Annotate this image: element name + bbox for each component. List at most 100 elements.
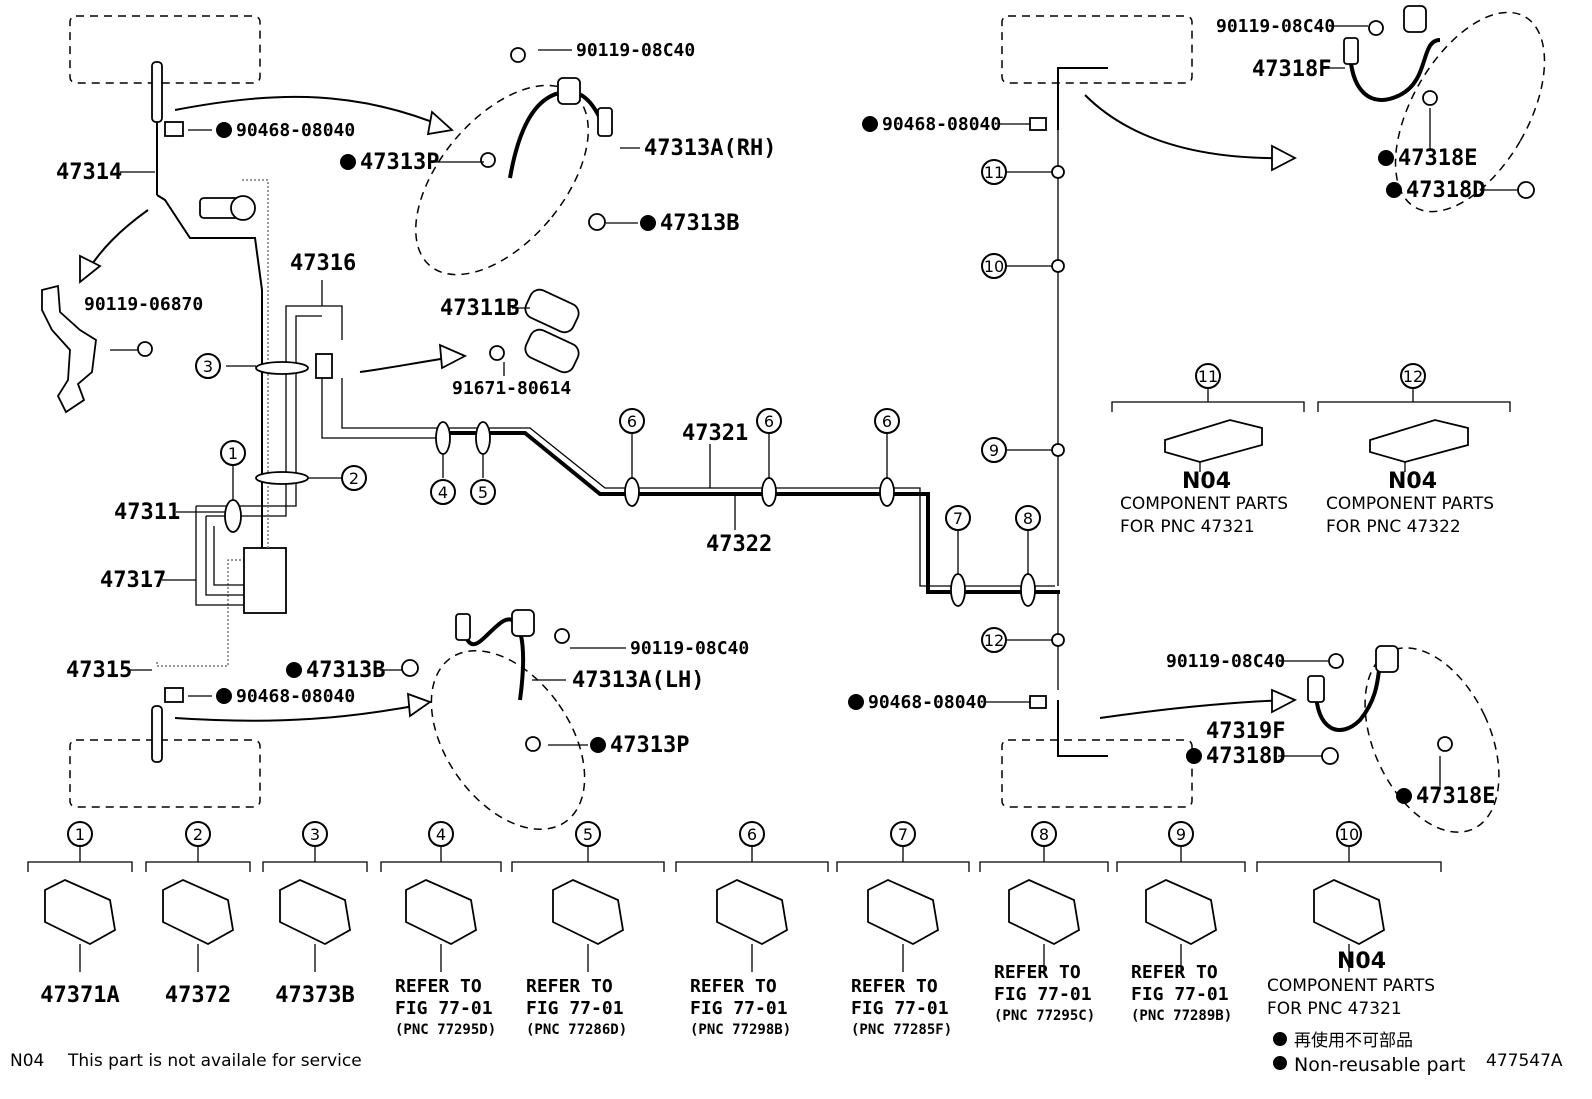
label-90468-08040-b: 90468-08040 <box>236 686 355 707</box>
washer-47313P-bot <box>525 736 541 752</box>
clip-90468-rl <box>164 687 184 703</box>
bolt-47313B-bot <box>401 659 419 677</box>
label-90468-08040-c: 90468-08040 <box>882 114 1001 135</box>
rear-right-wheel-box <box>1001 739 1193 808</box>
clamp-ref-num: 4 <box>436 825 446 844</box>
hose-47318F <box>1348 38 1441 102</box>
label-47322: 47322 <box>706 532 772 557</box>
junction-47316 <box>315 353 333 379</box>
front-left-flare-fitting <box>151 61 163 123</box>
clamp-11-point <box>1051 165 1065 179</box>
arrow-head-fr <box>1271 144 1297 172</box>
pnc-label: (PNC 77295C) <box>994 1008 1095 1024</box>
clamp-6-c <box>879 477 895 507</box>
label-90119-06870: 90119-06870 <box>84 294 203 315</box>
clamp-note-2: FOR PNC 47321 <box>1267 999 1402 1019</box>
clamp-ref-num: 2 <box>193 825 203 844</box>
svg-text:1: 1 <box>228 444 238 463</box>
bolt-47318D-bot <box>1321 747 1339 765</box>
line-47311-inner <box>206 305 343 517</box>
label-47313P-bot: 47313P <box>610 733 689 758</box>
washer-47318E-top <box>1422 90 1438 106</box>
footer-code: N04 <box>10 1051 44 1071</box>
svg-text:COMPONENT PARTS: COMPONENT PARTS <box>1326 494 1494 514</box>
nonreusable-dot <box>216 688 232 704</box>
rr-hose-region <box>1364 647 1500 833</box>
label-90119-08C40-d: 90119-08C40 <box>1166 651 1285 672</box>
arrow-fr-to-hose <box>1084 94 1291 160</box>
fl-hose-region <box>415 84 589 276</box>
clamp-6-b <box>761 477 777 507</box>
rear-left-flare-fitting <box>151 705 163 763</box>
fig-label: FIG 77-01 <box>690 998 788 1019</box>
label-47314: 47314 <box>56 160 122 185</box>
actuator-47317 <box>243 547 287 614</box>
refer-to-label: REFER TO <box>994 962 1081 983</box>
label-47313B-top: 47313B <box>660 211 739 236</box>
clip-90468-rr <box>1029 695 1047 709</box>
svg-text:9: 9 <box>989 441 999 460</box>
line-47317-b <box>205 516 244 596</box>
label-47315: 47315 <box>66 658 132 683</box>
nonreusable-dot <box>340 154 356 170</box>
nonreusable-dot <box>862 116 878 132</box>
svg-text:3: 3 <box>203 357 213 376</box>
clamp-shape <box>1008 879 1080 946</box>
clamp-part-number: 47372 <box>165 983 231 1008</box>
bolt-90119-08C40-a <box>510 47 526 63</box>
label-47318E-top: 47318E <box>1398 146 1477 171</box>
label-47318E-bot: 47318E <box>1416 784 1495 809</box>
svg-text:11: 11 <box>1198 367 1218 386</box>
clamp-detail-12: 12 N04 COMPONENT PARTS FOR PNC 47322 <box>1317 363 1511 537</box>
clamp-part-number: 47373B <box>275 983 354 1008</box>
nonreusable-dot <box>1378 150 1394 166</box>
mounting-bracket-left <box>41 284 97 414</box>
clamp-ref-num: 5 <box>583 825 593 844</box>
pnc-label: (PNC 77285F) <box>851 1022 952 1038</box>
junction-out-a <box>321 378 440 439</box>
clamp-8 <box>1020 573 1036 607</box>
line-47317-a <box>195 506 244 606</box>
clamp-6-a <box>624 477 640 507</box>
pnc-label: (PNC 77298B) <box>690 1022 791 1038</box>
fig-label: FIG 77-01 <box>526 998 624 1019</box>
clamp-5 <box>475 421 491 455</box>
nonreusable-dot <box>286 662 302 678</box>
bolt-90119-06870 <box>137 341 153 357</box>
junction-out-b <box>341 378 440 429</box>
fr-hose-region <box>1394 11 1546 213</box>
svg-text:12: 12 <box>984 631 1004 650</box>
svg-text:7: 7 <box>953 509 963 528</box>
part-47311B-upper <box>524 288 580 334</box>
clamp-shape <box>1145 879 1217 946</box>
clamp-12-point <box>1051 633 1065 647</box>
svg-text:8: 8 <box>1023 509 1033 528</box>
refer-to-label: REFER TO <box>526 976 613 997</box>
clamp-shape <box>162 879 234 946</box>
fig-label: FIG 77-01 <box>994 984 1092 1005</box>
svg-text:6: 6 <box>764 412 774 431</box>
clamp-shape <box>716 879 788 946</box>
arrow-rr-to-hose <box>1099 699 1291 719</box>
svg-text:N04: N04 <box>1388 469 1437 494</box>
refer-to-label: REFER TO <box>1131 962 1218 983</box>
sensor-cap <box>230 195 256 221</box>
svg-text:4: 4 <box>438 483 448 502</box>
clamp-ref-num: 1 <box>75 825 85 844</box>
washer-47313P-top <box>480 152 496 168</box>
refer-to-label: REFER TO <box>851 976 938 997</box>
hose-47313A-LH <box>460 617 526 701</box>
hose-47313A-RH <box>508 89 608 179</box>
clamp-ref-num: 7 <box>898 825 908 844</box>
bolt-90119-08C40-d <box>1328 653 1344 669</box>
clamp-shape <box>279 879 351 946</box>
legend-en: Non-reusable part <box>1294 1054 1465 1076</box>
clamp-detail-11: 11 N04 COMPONENT PARTS FOR PNC 47321 <box>1111 363 1305 537</box>
fig-label: FIG 77-01 <box>1131 984 1229 1005</box>
clamp-note-1: COMPONENT PARTS <box>1267 976 1435 996</box>
clamp-3-ring <box>255 361 309 375</box>
front-left-wheel-box <box>69 15 261 84</box>
label-90468-08040-a: 90468-08040 <box>236 120 355 141</box>
